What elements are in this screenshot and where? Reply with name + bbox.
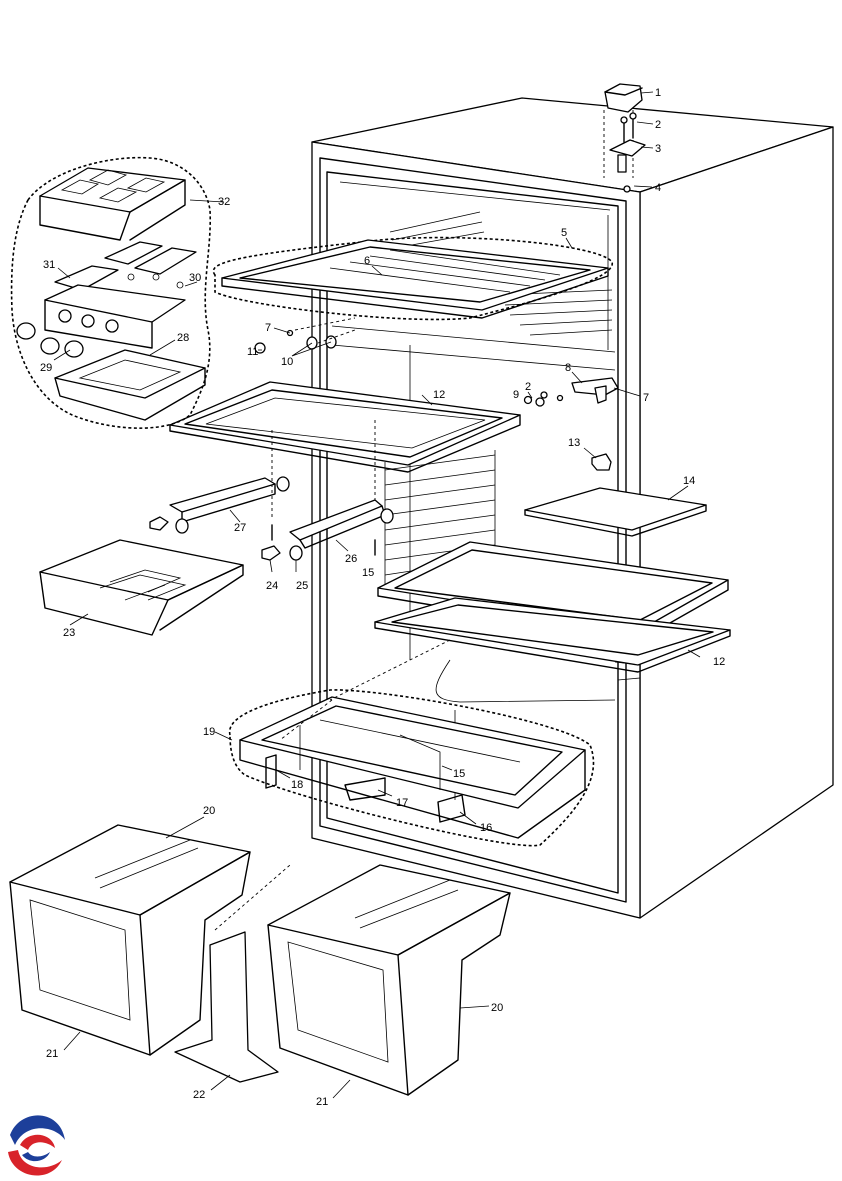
- callout-10: 10: [281, 356, 293, 368]
- callout-26: 26: [345, 553, 357, 565]
- callout-27: 27: [234, 522, 246, 534]
- crisper-divider: [174, 864, 291, 1083]
- callout-3: 3: [655, 143, 661, 155]
- callout-15-cover: 15: [453, 768, 465, 780]
- callout-14: 14: [683, 475, 695, 487]
- callout-28: 28: [177, 332, 189, 344]
- crisper-drawer-left: [9, 824, 251, 1056]
- callout-7-right: 7: [643, 392, 649, 404]
- callout-21-left: 21: [46, 1048, 58, 1060]
- glass-shelf-upper: [169, 381, 521, 520]
- callout-21-right: 21: [316, 1096, 328, 1108]
- ice-maker-assembly: [10, 156, 212, 429]
- callout-23: 23: [63, 627, 75, 639]
- callout-2-support: 2: [525, 381, 531, 393]
- callout-8: 8: [565, 362, 571, 374]
- thermostat-knob-part: [591, 453, 612, 471]
- glass-shelf-lower-pair: [374, 541, 731, 673]
- callout-5: 5: [561, 227, 567, 239]
- callout-30: 30: [189, 272, 201, 284]
- small-shelf: [524, 487, 707, 537]
- brand-swirl-logo: [3, 1115, 65, 1178]
- callout-20-right: 20: [491, 1002, 503, 1014]
- callout-7-left: 7: [265, 322, 271, 334]
- meat-drawer-and-rails: [39, 476, 394, 636]
- callout-19: 19: [203, 726, 215, 738]
- callout-32: 32: [218, 196, 230, 208]
- callout-12-lower: 12: [713, 656, 725, 668]
- callout-4: 4: [655, 182, 661, 194]
- callout-6: 6: [364, 255, 370, 267]
- crisper-drawer-right: [267, 864, 511, 1096]
- callout-labels: 1 2 3 4 5 6 7 7 8 2 9 10 11 12 12 13 14 …: [40, 87, 725, 1108]
- callout-24: 24: [266, 580, 278, 592]
- callout-11: 11: [247, 346, 258, 358]
- top-hinge-assembly: [603, 83, 646, 193]
- callout-1: 1: [655, 87, 661, 99]
- callout-25: 25: [296, 580, 308, 592]
- callout-20-left: 20: [203, 805, 215, 817]
- callout-17: 17: [396, 797, 408, 809]
- callout-9: 9: [513, 389, 519, 401]
- right-shelf-support-parts: [523, 377, 619, 407]
- callout-31: 31: [43, 259, 55, 271]
- callout-13: 13: [568, 437, 580, 449]
- callout-16: 16: [480, 822, 492, 834]
- callout-29: 29: [40, 362, 52, 374]
- callout-2-hinge: 2: [655, 119, 661, 131]
- callout-leaders: [53, 91, 701, 1099]
- callout-12-upper: 12: [433, 389, 445, 401]
- crisper-cover-frame: [228, 639, 595, 847]
- callout-22: 22: [193, 1089, 205, 1101]
- callout-18: 18: [291, 779, 303, 791]
- freezer-shelf: [212, 236, 613, 321]
- callout-15-screw: 15: [362, 567, 374, 579]
